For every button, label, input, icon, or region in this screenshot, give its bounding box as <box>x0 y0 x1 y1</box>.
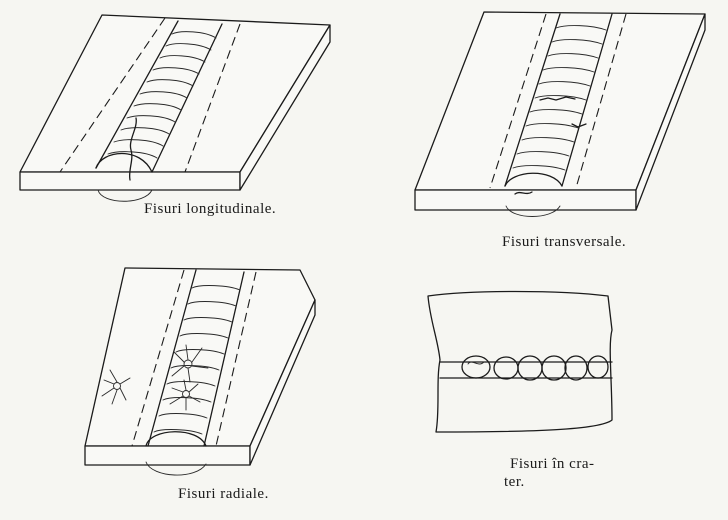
caption-transverse: Fisuri transversale. <box>502 234 627 250</box>
caption-crater-line1: Fisuri în cra- <box>510 456 595 472</box>
transverse-crack-plate <box>414 11 706 217</box>
crater-crack-plate <box>427 290 613 433</box>
caption-radial: Fisuri radiale. <box>178 486 269 502</box>
longitudinal-crack-plate <box>19 14 331 202</box>
caption-longitudinal: Fisuri longitudinale. <box>144 201 277 217</box>
caption-crater-line2: ter. <box>504 474 525 490</box>
radial-crack-plate <box>84 267 316 476</box>
